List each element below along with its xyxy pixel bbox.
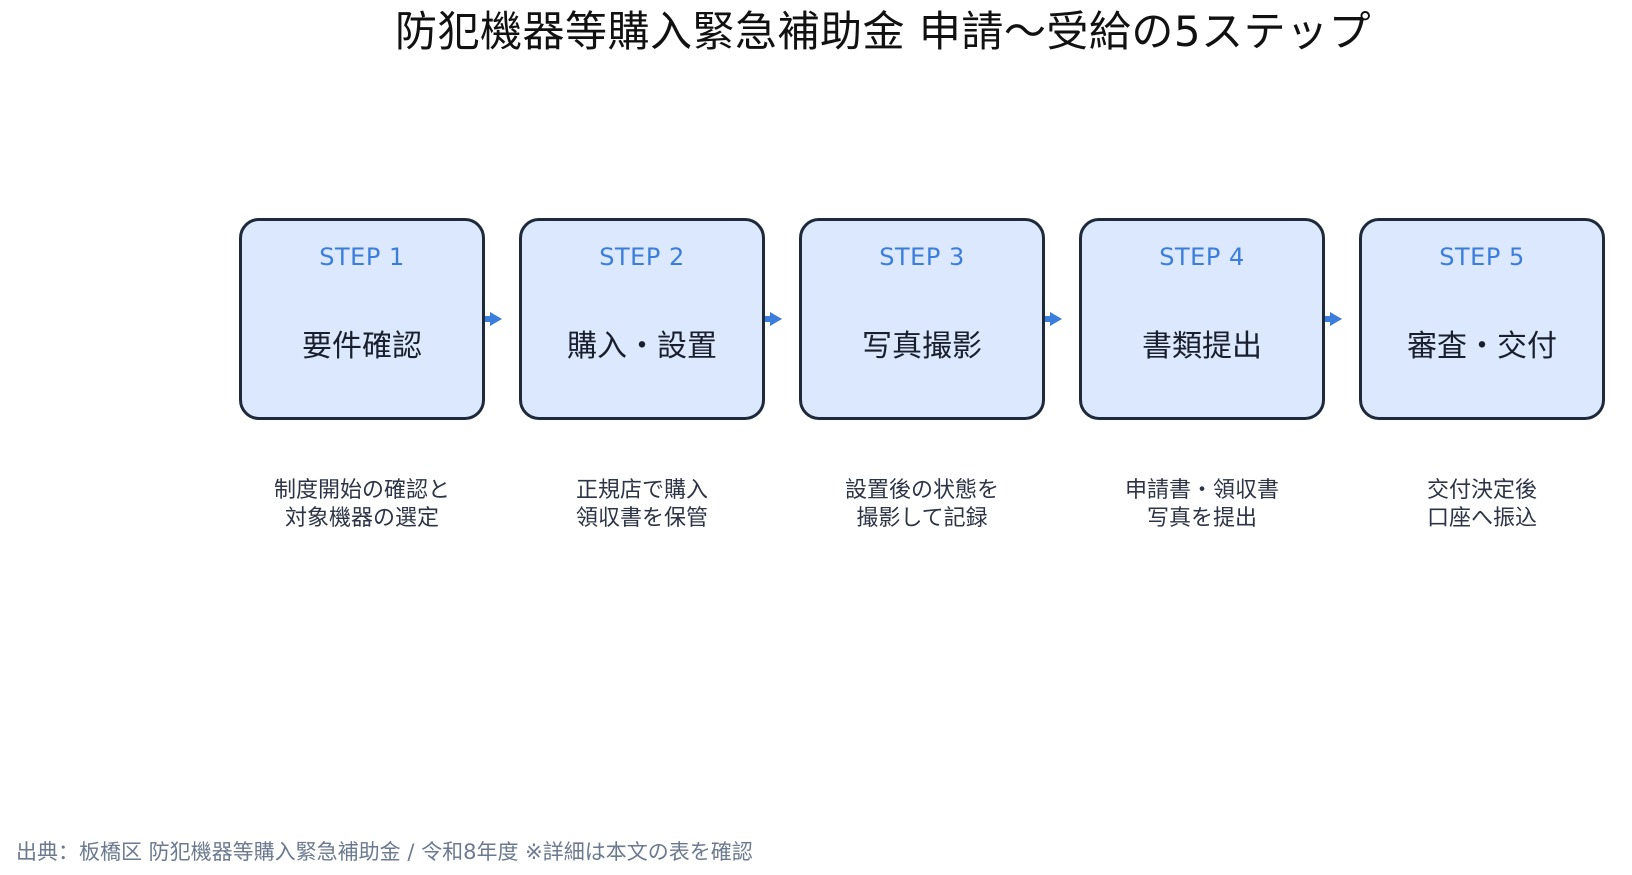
page-title: 防犯機器等購入緊急補助金 申請〜受給の5ステップ xyxy=(395,7,1372,56)
step-description-line: 写真を提出 xyxy=(1146,506,1257,531)
arrow-right-icon xyxy=(1050,312,1062,326)
arrow-stem xyxy=(765,316,773,322)
step-description-line: 設置後の状態を xyxy=(844,478,999,503)
step-title: 書類提出 xyxy=(1142,329,1262,364)
step-title: 審査・交付 xyxy=(1407,329,1557,364)
step-description-line: 対象機器の選定 xyxy=(284,506,439,531)
step-description-4: 申請書・領収書 写真を提出 xyxy=(1079,477,1325,533)
step-description-1: 制度開始の確認と 対象機器の選定 xyxy=(239,477,485,533)
step-description-line: 撮影して記録 xyxy=(856,506,988,531)
step-description-3: 設置後の状態を 撮影して記録 xyxy=(799,477,1045,533)
step-card-5: STEP 5 審査・交付 xyxy=(1359,218,1605,420)
step-description-2: 正規店で購入 領収書を保管 xyxy=(519,477,765,533)
step-card-1: STEP 1 要件確認 xyxy=(239,218,485,420)
step-title: 購入・設置 xyxy=(567,329,717,364)
step-number: STEP 3 xyxy=(879,243,965,271)
step-title: 要件確認 xyxy=(302,329,422,364)
step-number: STEP 5 xyxy=(1439,243,1525,271)
step-number: STEP 4 xyxy=(1159,243,1245,271)
step-number: STEP 1 xyxy=(319,243,405,271)
source-note: 出典：板橋区 防犯機器等購入緊急補助金 / 令和8年度 ※詳細は本文の表を確認 xyxy=(16,840,753,864)
step-description-line: 制度開始の確認と xyxy=(273,478,450,503)
step-card-2: STEP 2 購入・設置 xyxy=(519,218,765,420)
step-description-line: 口座へ振込 xyxy=(1426,506,1537,531)
arrow-stem xyxy=(1045,316,1053,322)
step-description-5: 交付決定後 口座へ振込 xyxy=(1359,477,1605,533)
step-card-3: STEP 3 写真撮影 xyxy=(799,218,1045,420)
step-description-line: 領収書を保管 xyxy=(575,506,708,531)
arrow-right-icon xyxy=(1330,312,1342,326)
arrow-right-icon xyxy=(770,312,782,326)
arrow-stem xyxy=(1325,316,1333,322)
step-description-line: 正規店で購入 xyxy=(575,478,708,503)
step-description-line: 交付決定後 xyxy=(1426,478,1537,503)
arrow-stem xyxy=(485,316,493,322)
arrow-right-icon xyxy=(490,312,502,326)
step-title: 写真撮影 xyxy=(862,329,982,364)
step-description-line: 申請書・領収書 xyxy=(1124,478,1279,503)
step-card-4: STEP 4 書類提出 xyxy=(1079,218,1325,420)
step-number: STEP 2 xyxy=(599,243,685,271)
